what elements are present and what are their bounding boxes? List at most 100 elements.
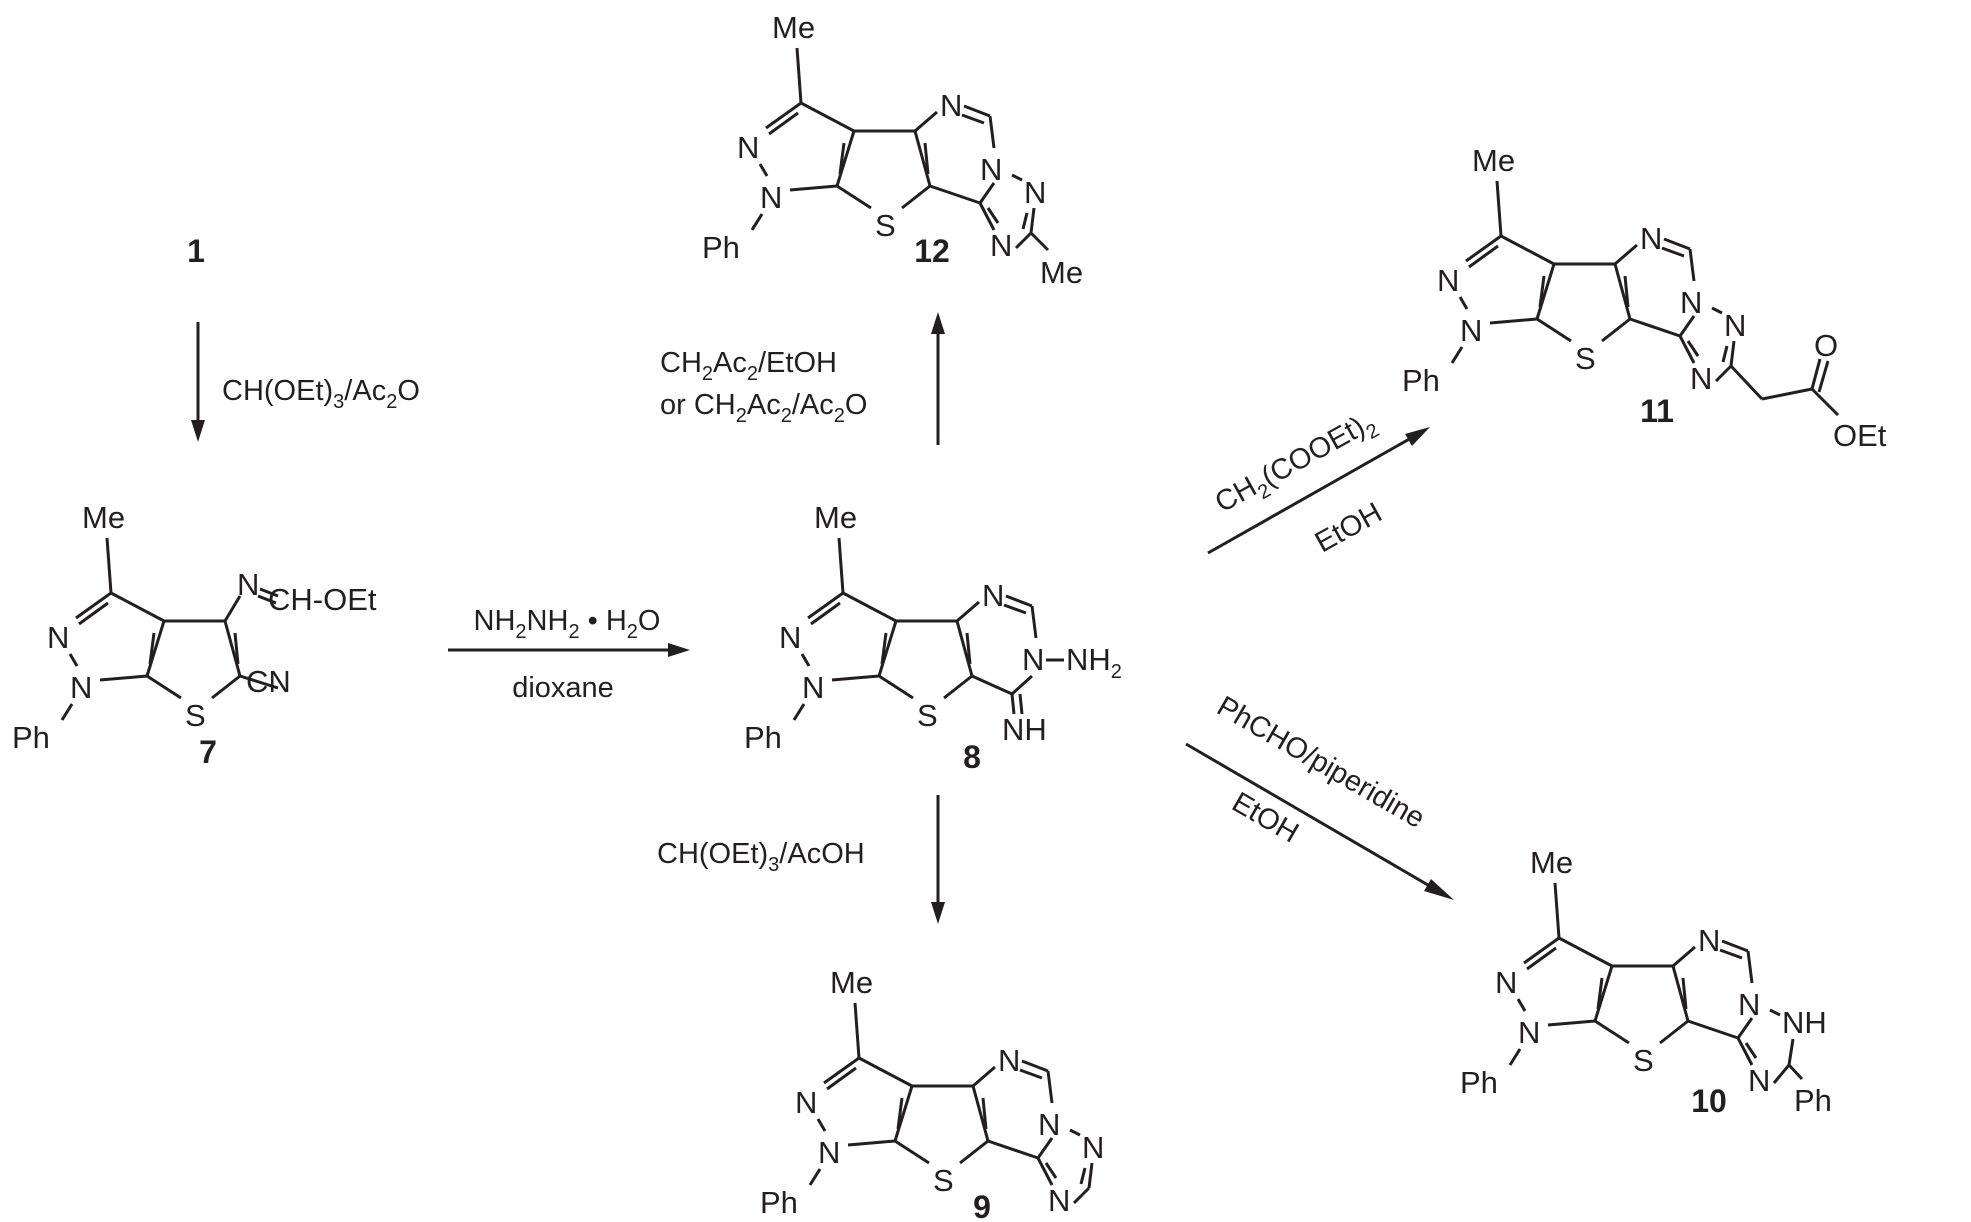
bond-methyl — [1495, 180, 1503, 237]
phenyl-label: Ph — [744, 720, 782, 755]
bond-c3-c3a — [842, 591, 897, 623]
bond-n1-ph — [1508, 1048, 1522, 1066]
bond-ch-nbridge — [1688, 248, 1696, 282]
n-pyrimidine-label: N — [1698, 923, 1720, 958]
bond-c3a-c7a-double — [148, 632, 156, 665]
n2-label: N — [779, 620, 801, 655]
phenyl-label: Ph — [702, 230, 740, 265]
bond-npyr-ch — [1663, 237, 1691, 251]
bond-n2-n1 — [1516, 998, 1527, 1012]
bond-nh-ch — [1787, 1038, 1795, 1066]
bond-cimine-nh-double — [1018, 693, 1024, 715]
bond-s-c — [959, 1139, 989, 1165]
bond-c-c-double — [1623, 275, 1630, 308]
sulfur-label: S — [1575, 341, 1596, 376]
ethoxy-label: OEt — [1833, 418, 1887, 453]
bond-c3a-c7a-double — [1538, 275, 1546, 308]
bond-n2-n1 — [68, 653, 79, 667]
phenyl-label: Ph — [12, 720, 50, 755]
bond-ctri-nbridge — [1036, 1137, 1054, 1159]
bond-c3-c3a — [800, 101, 855, 133]
bond-c-c-double — [965, 632, 972, 665]
bond-c3-c3a — [110, 591, 165, 623]
arrow-8-to-11 — [1207, 427, 1430, 555]
n-bridge-label: N — [1680, 285, 1702, 320]
nh-label: NH — [1782, 1005, 1827, 1040]
bond-ctri-n-double — [1744, 1042, 1758, 1059]
bond-c3a-c7a — [1593, 965, 1614, 1022]
bond-c3-n2 — [807, 591, 844, 620]
bond-n1-ph — [792, 703, 806, 721]
bond-cimine-nh — [1010, 693, 1016, 715]
bond-n1-c7a — [99, 674, 148, 682]
bond-c3a-c7a — [835, 130, 856, 187]
bond-c7a-s — [1594, 1019, 1630, 1045]
n-bridge-label: N — [1038, 1107, 1060, 1142]
bond-c-c — [1671, 965, 1690, 1022]
bond-n1-c7a — [1547, 1019, 1596, 1027]
bond-c-npyr — [1672, 945, 1696, 968]
bond-c7a-s — [146, 674, 182, 700]
sulfur-label: S — [185, 698, 206, 733]
n2-label: N — [737, 130, 759, 165]
imine-label: NH — [1002, 712, 1047, 747]
bond-c3a-c7a — [877, 620, 898, 677]
bond-ch-nhyd — [1030, 605, 1038, 639]
imidate-ch-oet-label: CH-OEt — [268, 582, 377, 617]
reagent-1-to-7: CH(OEt)3/Ac2O — [222, 375, 420, 413]
bond-nbridge-ntri — [1711, 306, 1723, 315]
bond-c3-n2-double — [768, 111, 799, 136]
bond-npyr-ch — [1005, 594, 1033, 608]
bond-npyr-ch — [1021, 1059, 1049, 1073]
bond-npyr-ch-double — [961, 113, 985, 125]
bond-c-c — [223, 620, 242, 677]
n-triazole-label: N — [1748, 1063, 1770, 1098]
bond-methyl — [1553, 882, 1561, 939]
bond-c3-n2 — [823, 1056, 860, 1085]
bond-c3-n2 — [75, 591, 112, 620]
bond-ch-ph — [1787, 1063, 1804, 1081]
bond-npyr-ch-double — [1719, 948, 1743, 960]
bond-c3a-c7a-double — [1596, 977, 1604, 1010]
bond-ctri-n-double — [986, 207, 1000, 224]
bond-c-c-double — [923, 142, 930, 175]
sulfur-label: S — [1633, 1043, 1654, 1078]
n2-label: N — [1437, 263, 1459, 298]
bond-ctri-n — [1678, 335, 1696, 364]
bond-n2-n1 — [758, 163, 769, 177]
bond-npyr-ch — [963, 104, 991, 118]
bond-s-c — [1601, 317, 1631, 343]
bond-npyr-ch — [1721, 939, 1749, 953]
bond-co-o — [1810, 358, 1822, 390]
bond-n-c2 — [1087, 1162, 1094, 1189]
bond-c-c — [955, 620, 974, 677]
bond-c3-n2-double — [826, 1066, 857, 1091]
bond-n2-n1 — [816, 1118, 827, 1132]
arrow-8-to-10 — [1185, 742, 1454, 900]
bond-nbridge-ntri — [1011, 173, 1023, 182]
compound-1-label: 1 — [187, 233, 205, 269]
bond-c3a-c7a-double — [880, 632, 888, 665]
bond-c3-c3a — [858, 1056, 913, 1088]
phenyl-label: Ph — [760, 1185, 798, 1220]
bond-methyl — [853, 1002, 861, 1059]
bond-n1-ph — [808, 1168, 822, 1186]
bond-s-c — [211, 674, 241, 700]
phenyl2-label: Ph — [1794, 1083, 1832, 1118]
methyl-label: Me — [1472, 143, 1515, 178]
bond-c3-n2 — [1465, 234, 1502, 263]
bond-c3-n2-double — [1526, 946, 1557, 971]
sulfur-label: S — [875, 208, 896, 243]
bond-npyr-ch-double — [1003, 603, 1027, 615]
bond-s-c — [943, 674, 973, 700]
bond-c-npyr — [956, 600, 980, 623]
n-pyrimidine-label: N — [998, 1043, 1020, 1078]
n-triazole1-label: N — [1724, 308, 1746, 343]
bond-c-npyr — [914, 110, 938, 133]
bond-methyl — [105, 537, 113, 594]
compound-11-label: 11 — [1640, 393, 1674, 429]
bond-c-npyr — [972, 1065, 996, 1088]
methyl2-label: Me — [1040, 255, 1083, 290]
compound-10-label: 10 — [1691, 1083, 1727, 1119]
bond-c3-n2 — [1523, 936, 1560, 965]
